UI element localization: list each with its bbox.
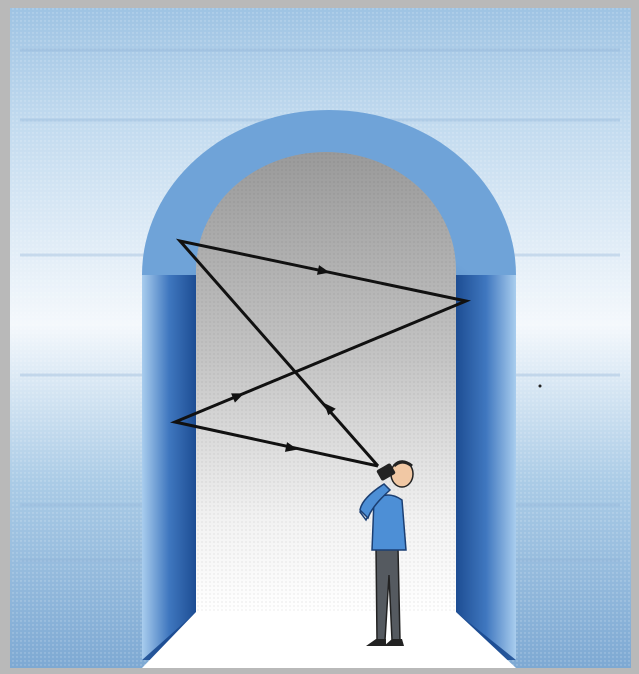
arch-interior-texture — [196, 152, 456, 612]
floor — [142, 612, 516, 668]
arch-left-pillar — [142, 275, 196, 660]
arch-right-pillar — [456, 275, 516, 660]
speck — [539, 385, 542, 388]
